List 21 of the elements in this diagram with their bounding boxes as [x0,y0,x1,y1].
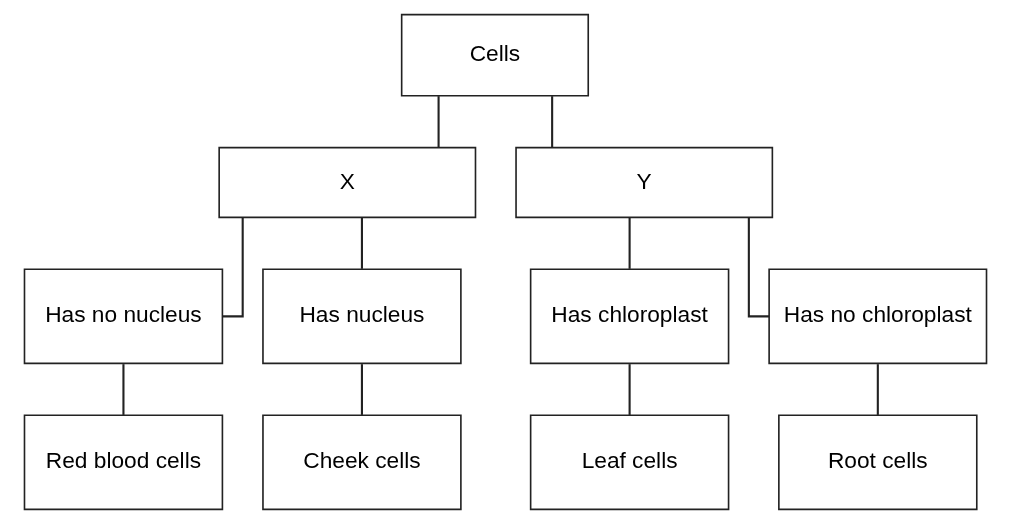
node-box: Has no chloroplast [768,268,988,365]
node-box: Cheek cells [262,414,462,511]
node-box: Has chloroplast [529,268,730,365]
node-box: Red blood cells [23,414,224,511]
node-box: Leaf cells [529,414,730,511]
connector [628,364,631,415]
connector [360,217,363,269]
connector [876,364,879,415]
connector [122,364,125,415]
connector [747,217,769,318]
connector [551,96,554,148]
node-box: Has nucleus [262,268,462,365]
node-box: X [218,146,477,219]
connector [360,364,363,415]
connector [628,217,631,269]
connector [222,217,244,318]
node-box: Has no nucleus [23,268,224,365]
node-box: Root cells [778,414,978,511]
node-box: Cells [400,13,590,97]
connector [437,96,440,148]
node-box: Y [515,146,774,219]
